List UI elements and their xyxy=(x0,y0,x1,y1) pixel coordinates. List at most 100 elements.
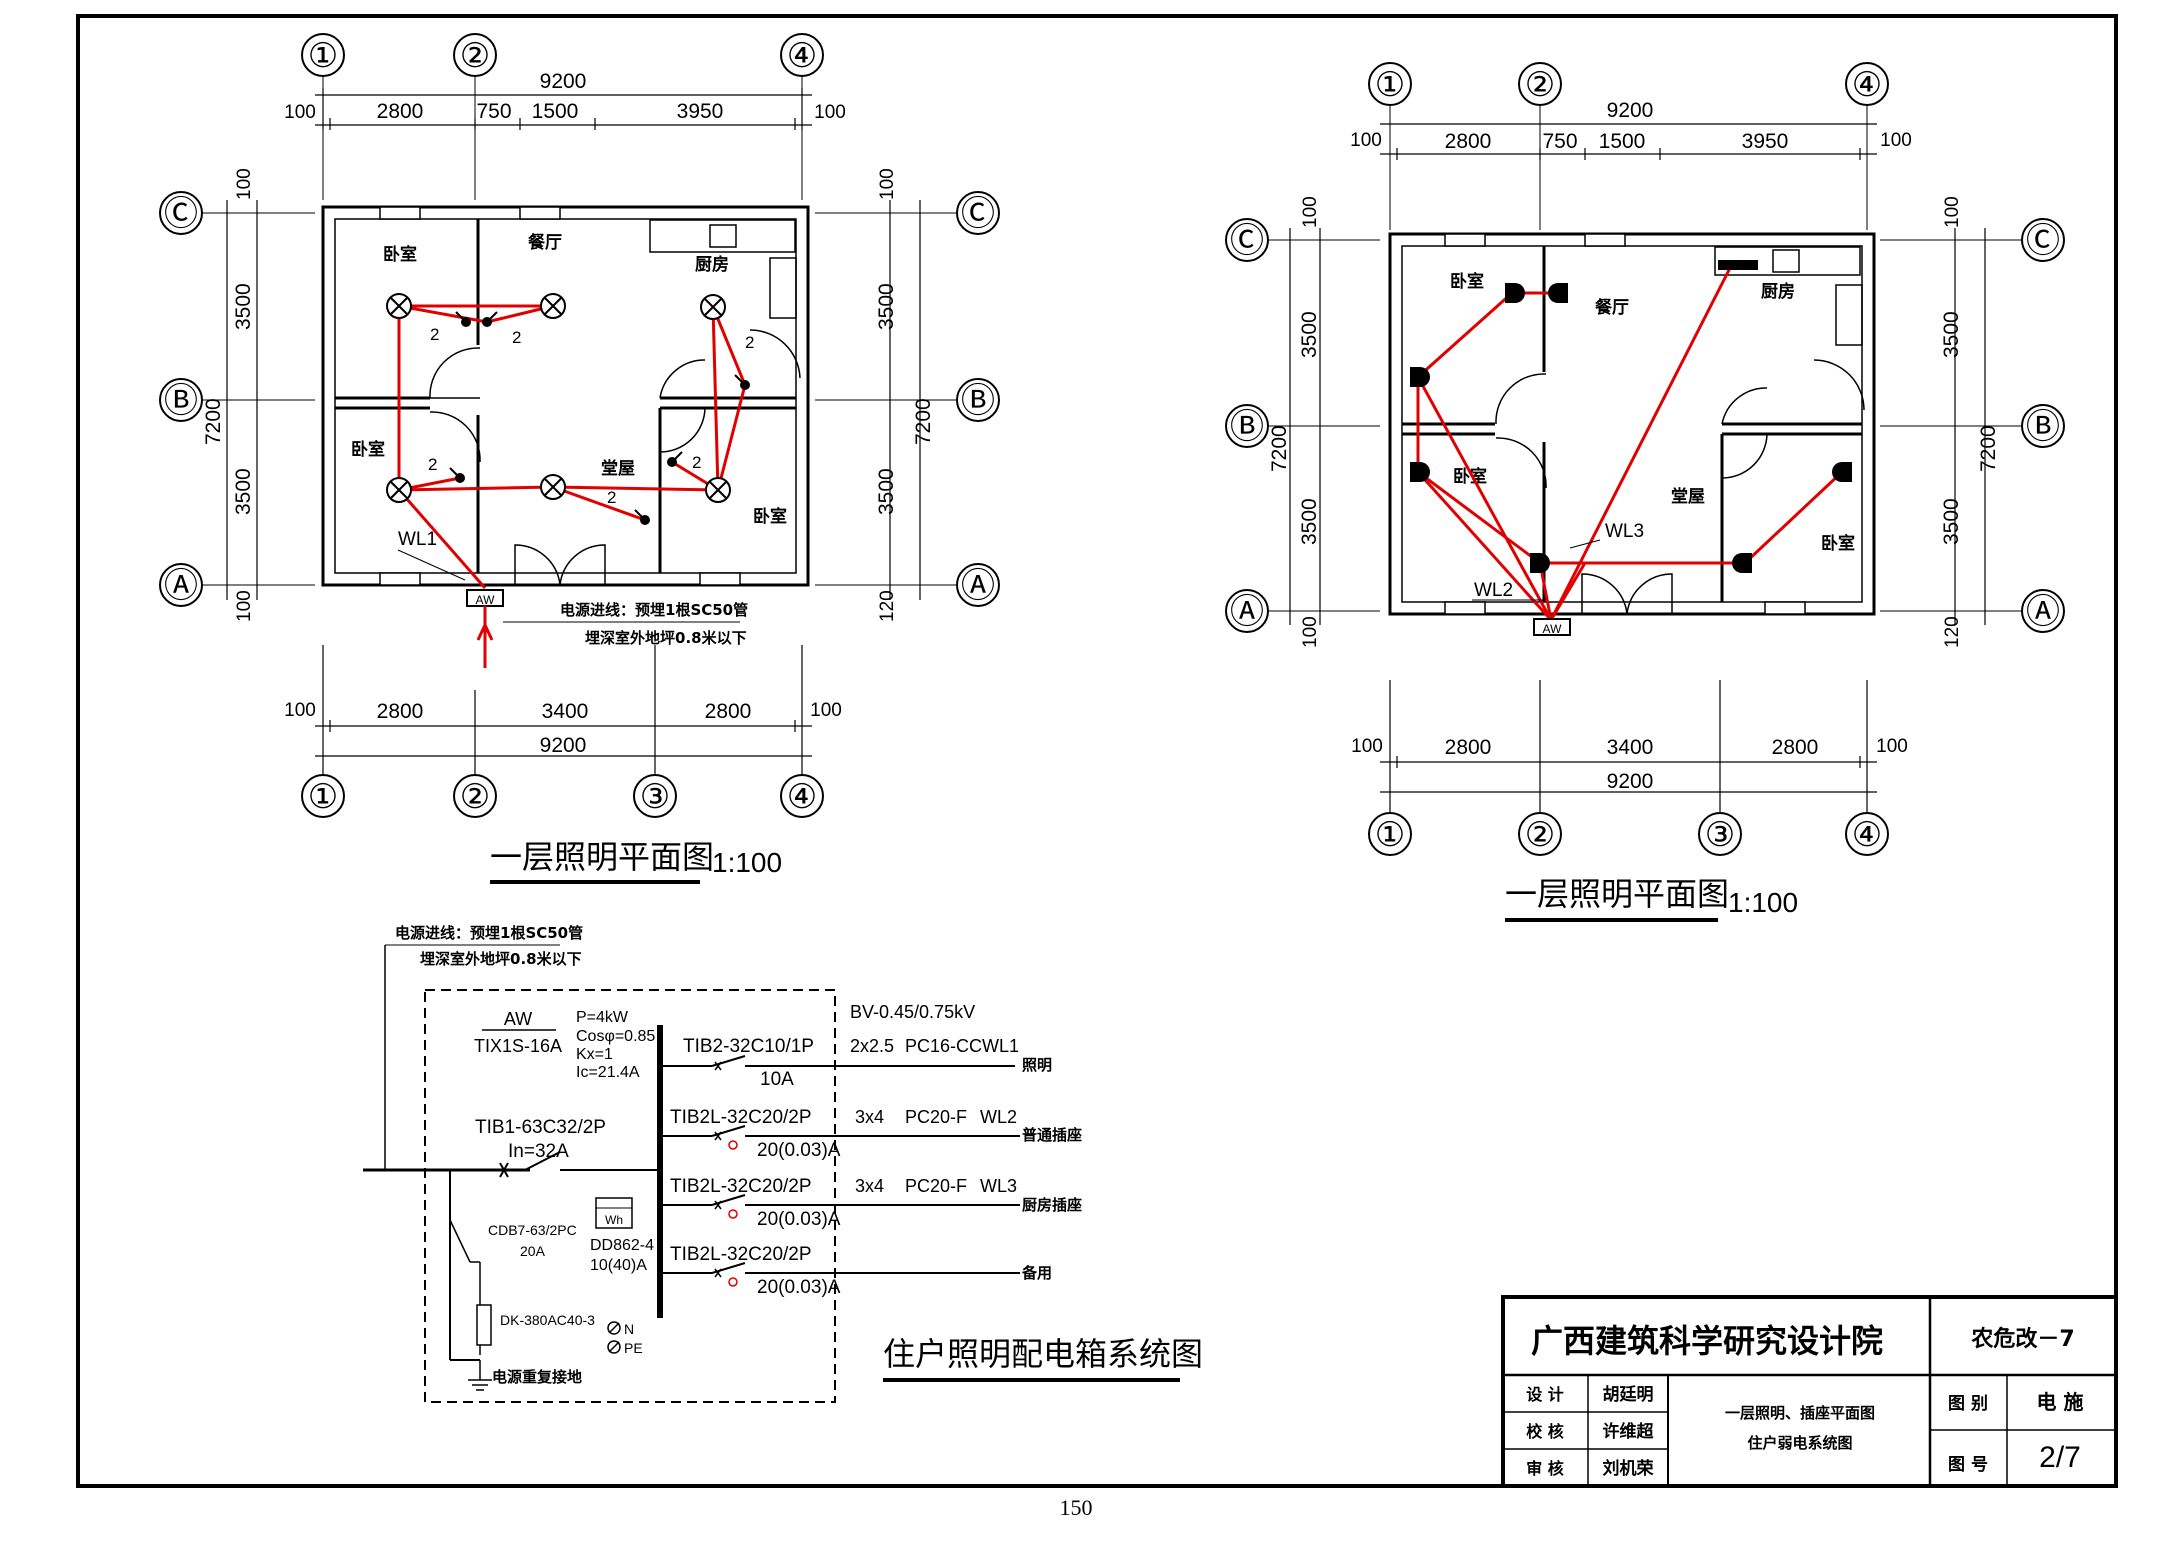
ground-label: 电源重复接地 xyxy=(492,1368,582,1386)
room-label: 餐厅 xyxy=(528,232,562,253)
lamp-icon xyxy=(386,293,412,319)
sheet-border xyxy=(76,14,2118,1488)
dim: 1500 xyxy=(1599,130,1646,153)
left-top-dimensions xyxy=(315,88,812,130)
arrester-model: DK-380AC40-3 xyxy=(500,1312,595,1328)
distribution-box-system-diagram: 电源进线：预埋1根SC50管 埋深室外地坪0.8米以下 AW TIX1S-16A… xyxy=(363,924,1203,1403)
dim-total: 9200 xyxy=(1607,770,1654,793)
meter-model: DD862-4 xyxy=(590,1237,654,1254)
axis-label: Ⓒ xyxy=(961,194,995,234)
axis-label: ② xyxy=(1525,815,1555,855)
right-sockets xyxy=(1410,260,1852,573)
dim: 7200 xyxy=(1977,425,2000,472)
axis-label: Ⓒ xyxy=(2026,221,2060,261)
dim: 3400 xyxy=(1607,736,1654,759)
axis-label: ④ xyxy=(1852,65,1882,105)
branch-cable: 2x2.5 xyxy=(850,1036,894,1056)
branch-circuit-id: WL1 xyxy=(982,1036,1019,1056)
branch-pipe: PC20-F xyxy=(905,1176,967,1196)
dim: 100 xyxy=(1880,130,1912,151)
dim: 7200 xyxy=(202,398,225,445)
left-bottom-dimensions xyxy=(315,645,812,775)
branch-breaker: TIB2-32C10/1P xyxy=(683,1036,814,1057)
main-breaker-model: TIB1-63C32/2P xyxy=(475,1117,606,1138)
page-number: 150 xyxy=(1060,1495,1093,1520)
axis-label: ① xyxy=(308,777,338,817)
system-title: 住户照明配电箱系统图 xyxy=(883,1335,1203,1373)
role-label: 校 核 xyxy=(1526,1422,1564,1441)
dim: 100 xyxy=(814,102,846,123)
left-axis-top: ① ② ④ xyxy=(301,33,824,200)
dim: 3500 xyxy=(875,283,898,330)
switch-icon xyxy=(449,467,465,483)
number-value: 2/7 xyxy=(2039,1441,2081,1474)
left-axis-side: Ⓒ Ⓑ Ⓐ Ⓒ Ⓑ Ⓐ xyxy=(159,191,1000,607)
axis-label: ③ xyxy=(640,777,670,817)
lamp-icon xyxy=(700,294,726,320)
socket-icon xyxy=(1718,260,1758,270)
dim: 3400 xyxy=(542,700,589,723)
category-value: 电 施 xyxy=(2037,1390,2084,1414)
supply-note: 电源进线：预埋1根SC50管 xyxy=(395,924,583,942)
dim-total: 9200 xyxy=(1607,99,1654,122)
branch-use: 备用 xyxy=(1021,1264,1052,1282)
axis-label: Ⓒ xyxy=(164,194,198,234)
wire-count: 2 xyxy=(430,325,439,344)
room-label: 卧室 xyxy=(753,506,787,527)
pe-label: PE xyxy=(624,1340,643,1356)
right-axis-side: Ⓒ Ⓑ Ⓐ Ⓒ Ⓑ Ⓐ xyxy=(1225,218,2065,633)
cable-spec: BV-0.45/0.75kV xyxy=(850,1002,975,1022)
supply-note: 电源进线：预埋1根SC50管 xyxy=(560,601,748,619)
arrester-icon xyxy=(476,1304,492,1346)
pe-terminal-icon xyxy=(607,1340,621,1354)
dim: 100 xyxy=(234,168,255,200)
dim: 3500 xyxy=(1298,311,1321,358)
supply-note: 埋深室外地坪0.8米以下 xyxy=(420,950,582,968)
dim: 100 xyxy=(1300,196,1321,228)
dim: 100 xyxy=(1350,130,1382,151)
socket-icon xyxy=(1530,553,1550,573)
dim: 750 xyxy=(1542,130,1577,153)
socket-icon xyxy=(1548,283,1568,303)
axis-label: Ⓐ xyxy=(961,566,995,606)
dim: 100 xyxy=(1351,736,1383,757)
dim: 2800 xyxy=(1445,130,1492,153)
axis-label: Ⓐ xyxy=(164,566,198,606)
role-label: 设 计 xyxy=(1526,1385,1564,1404)
box-param: Kx=1 xyxy=(576,1046,613,1063)
dim-total: 9200 xyxy=(540,70,587,93)
left-side-dimensions xyxy=(226,200,921,600)
meter-icon xyxy=(595,1197,633,1229)
right-socket-wires xyxy=(1416,267,1844,622)
branch-circuit: TIB2L-32C20/2P 20(0.03)A 3x4 PC20-F WL3 … xyxy=(660,1176,1082,1230)
right-side-dimensions xyxy=(1289,228,1986,625)
box-model: TIX1S-16A xyxy=(474,1036,562,1056)
axis-label: ② xyxy=(460,777,490,817)
left-lighting-plan: ① ② ④ 9200 100 2800 750 1500 3950 100 xyxy=(159,33,1000,884)
dim: 100 xyxy=(810,700,842,721)
branch-use: 普通插座 xyxy=(1022,1126,1082,1144)
switch-icon xyxy=(455,311,471,327)
role-label: 审 核 xyxy=(1526,1459,1564,1478)
switch-icon xyxy=(482,311,498,327)
right-axis-top: ① ② ④ xyxy=(1368,62,1889,230)
left-walls xyxy=(321,205,810,587)
right-axis-bottom: ① ② ③ ④ xyxy=(1368,812,1889,856)
box-param: P=4kW xyxy=(576,1009,629,1026)
plan-scale: 1:100 xyxy=(1728,887,1798,918)
right-bottom-dimensions xyxy=(1380,680,1877,812)
n-label: N xyxy=(624,1321,634,1337)
right-top-dimensions xyxy=(1380,123,1877,160)
axis-label: ② xyxy=(460,36,490,76)
dim: 100 xyxy=(284,700,316,721)
room-label: 堂屋 xyxy=(601,458,635,479)
socket-icon xyxy=(1832,462,1852,482)
box-param: Ic=21.4A xyxy=(576,1064,640,1081)
branch-use: 厨房插座 xyxy=(1022,1196,1082,1214)
dim: 3500 xyxy=(1940,498,1963,545)
dim: 750 xyxy=(476,100,511,123)
axis-label: ④ xyxy=(787,36,817,76)
main-breaker-rating: In=32A xyxy=(508,1141,569,1162)
dim: 2800 xyxy=(377,700,424,723)
